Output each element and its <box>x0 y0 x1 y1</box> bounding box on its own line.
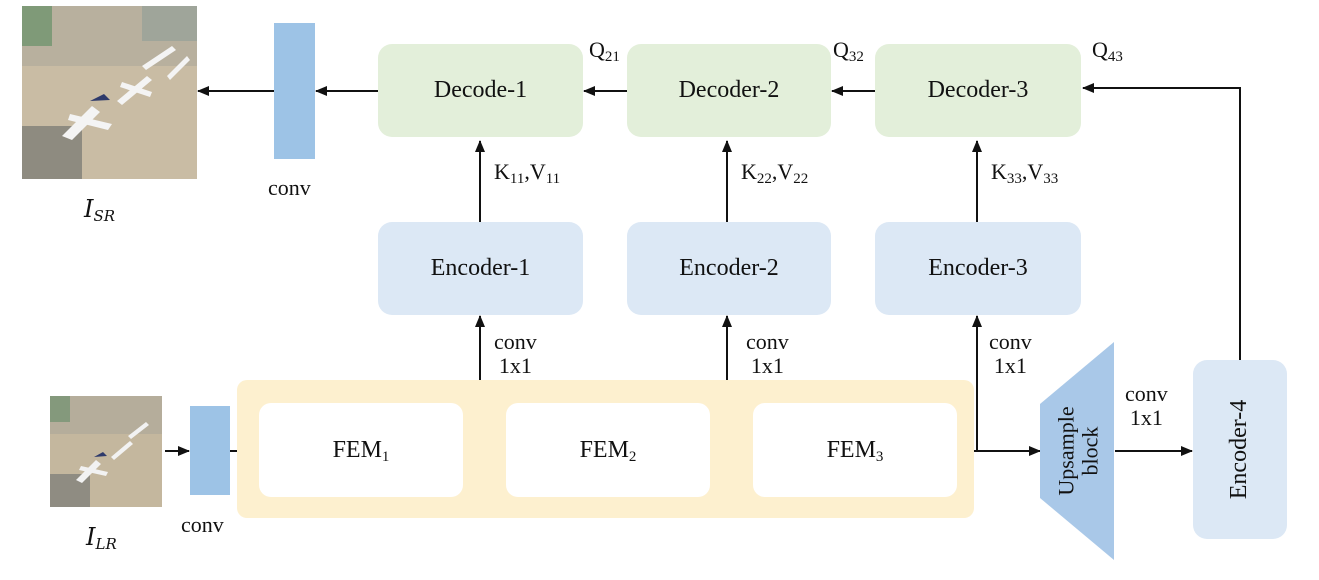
kv-11: K11,V11 <box>494 159 561 187</box>
decoder-3: Decoder-3 <box>875 44 1081 137</box>
encoder-4: Encoder-4 <box>1193 360 1287 539</box>
decoder-3-label: Decoder-3 <box>927 77 1029 103</box>
arrow-encoder4-to-decoder3 <box>1082 83 1241 360</box>
decoder-1: Decode-1 <box>378 44 583 137</box>
query-q43: Q43 <box>1092 37 1123 65</box>
decoder-1-label: Decode-1 <box>433 77 528 103</box>
encoder-3-label: Encoder-3 <box>928 255 1028 281</box>
encoder-2: Encoder-2 <box>627 222 831 315</box>
lr-image-label: ILR <box>86 523 117 553</box>
sr-image-label: ISR <box>84 195 116 225</box>
lr-image <box>50 396 162 507</box>
query-q21: Q21 <box>589 37 620 65</box>
decoder-2-label: Decoder-2 <box>678 77 780 103</box>
kv-22: K22,V22 <box>741 159 809 187</box>
conv-bottom-block <box>190 406 230 495</box>
aerial-airport-lowres-image <box>50 396 162 507</box>
upsample-block <box>1040 342 1114 560</box>
encoder-1-label: Encoder-1 <box>430 255 531 281</box>
fem-3: FEM3 <box>753 403 957 497</box>
conv-top-block <box>274 23 315 159</box>
encoder-1: Encoder-1 <box>378 222 583 315</box>
sr-image <box>22 6 197 179</box>
encoder-2-label: Encoder-2 <box>679 255 779 281</box>
conv-top-label: conv <box>268 175 311 200</box>
fem-1: FEM1 <box>259 403 463 497</box>
encoder-4-label: Encoder-4 <box>1226 399 1253 500</box>
fem-2: FEM2 <box>506 403 710 497</box>
kv-33: K33,V33 <box>991 159 1059 187</box>
decoder-2: Decoder-2 <box>627 44 831 137</box>
encoder-3: Encoder-3 <box>875 222 1081 315</box>
fem-1-label: FEM1 <box>332 436 390 465</box>
query-q32: Q32 <box>833 37 864 65</box>
conv-bottom-label: conv <box>181 512 224 537</box>
fem-3-label: FEM3 <box>826 436 884 465</box>
aerial-airport-image <box>22 6 197 179</box>
fem-2-label: FEM2 <box>579 436 637 465</box>
